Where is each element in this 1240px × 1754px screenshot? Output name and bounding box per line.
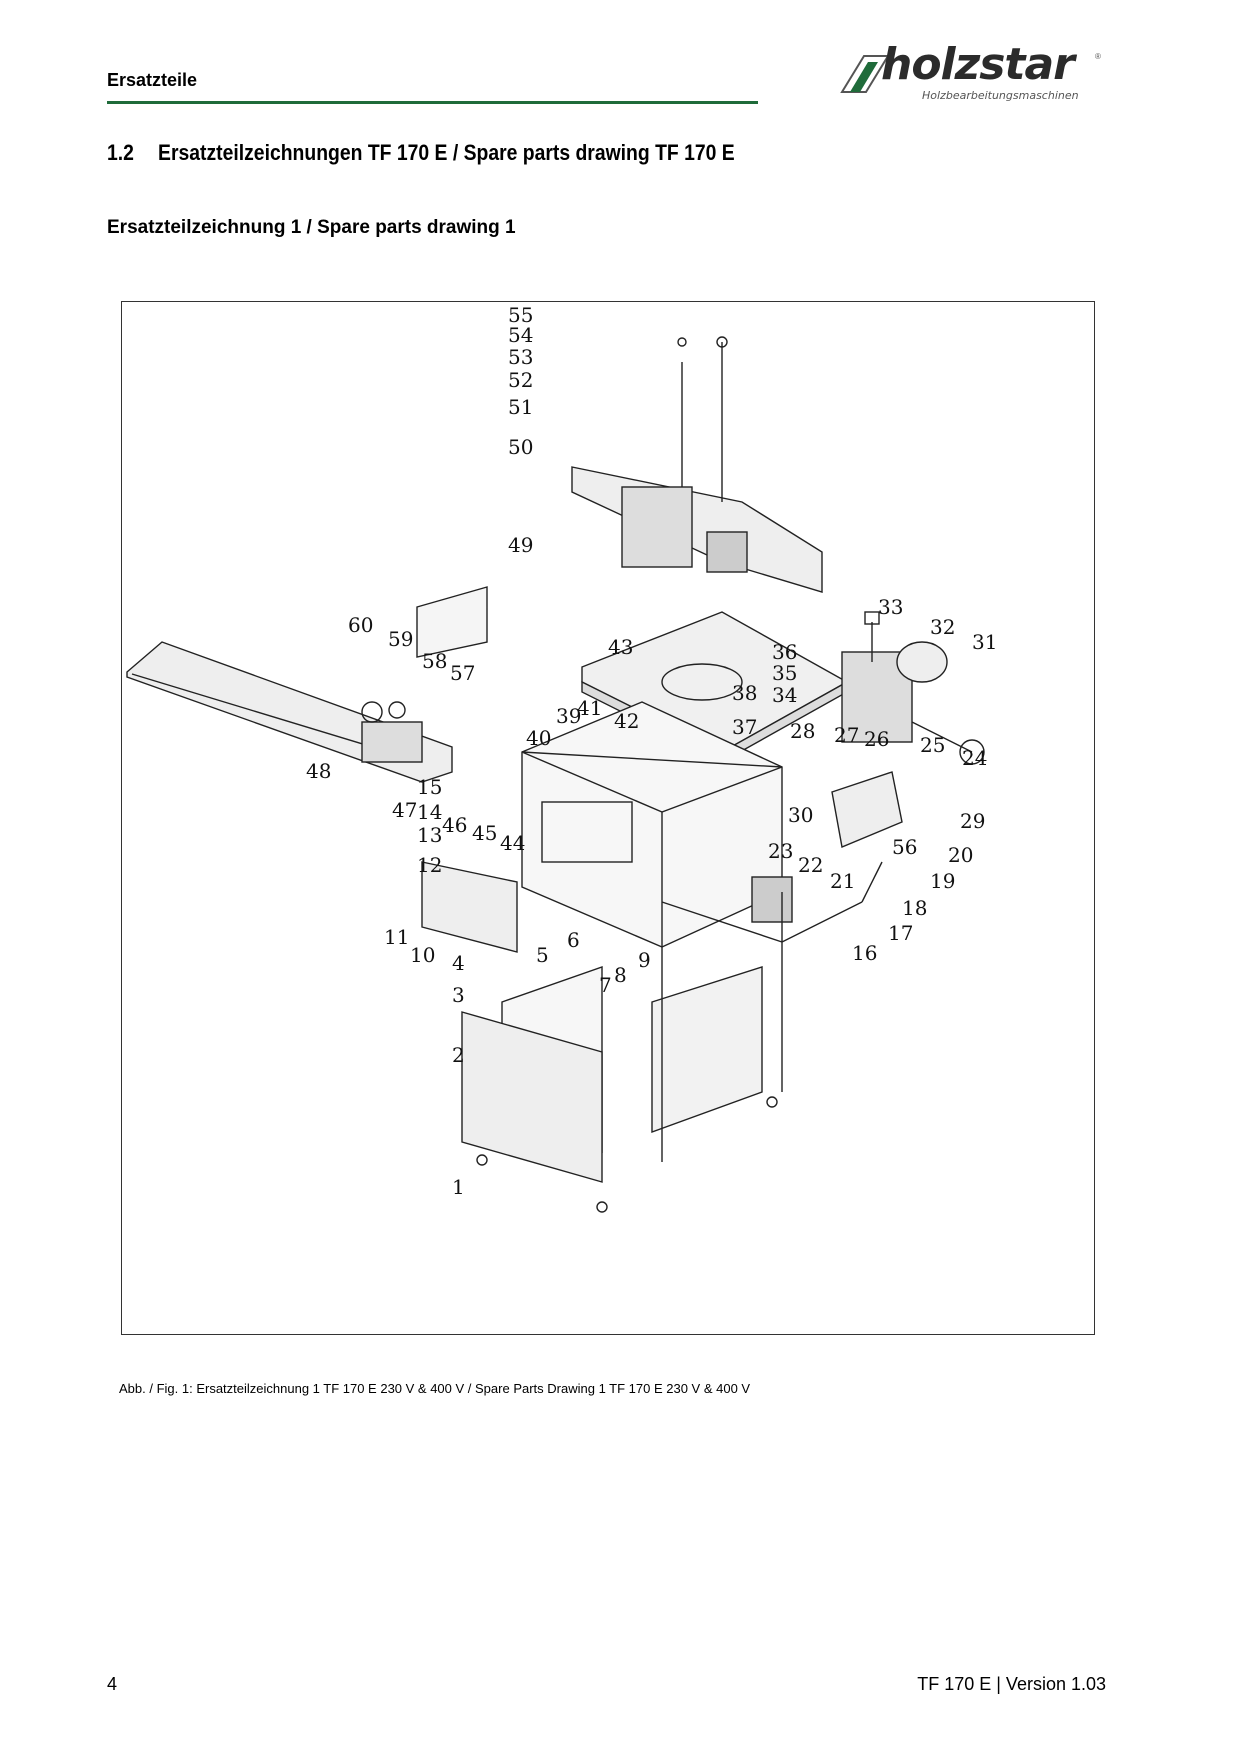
logo-mark-icon — [840, 55, 890, 93]
callout-35: 35 — [772, 661, 797, 685]
callout-16: 16 — [852, 941, 877, 965]
document-version: TF 170 E | Version 1.03 — [917, 1674, 1106, 1694]
callout-29: 29 — [960, 809, 985, 833]
callout-56: 56 — [892, 835, 917, 859]
callout-10: 10 — [410, 943, 435, 967]
page-number: 4 — [107, 1674, 118, 1694]
subsection-heading: Ersatzteilzeichnung 1 / Spare parts draw… — [107, 217, 516, 238]
section-title: Ersatzteilzeichnungen TF 170 E / Spare p… — [158, 140, 735, 165]
callout-22: 22 — [798, 853, 823, 877]
callout-24: 24 — [962, 746, 987, 770]
section-heading: 1.2 Ersatzteilzeichnungen TF 170 E / Spar… — [107, 140, 735, 166]
callout-11: 11 — [384, 925, 409, 949]
callout-48: 48 — [306, 759, 331, 783]
callout-5: 5 — [536, 943, 549, 967]
callout-31: 31 — [972, 630, 997, 654]
section-number: 1.2 — [107, 140, 134, 165]
callout-46: 46 — [442, 813, 467, 837]
callout-17: 17 — [888, 921, 913, 945]
callout-3: 3 — [452, 983, 465, 1007]
callout-28: 28 — [790, 719, 815, 743]
callout-32: 32 — [930, 615, 955, 639]
callout-57: 57 — [450, 661, 475, 685]
callout-43: 43 — [608, 635, 633, 659]
callout-27: 27 — [834, 723, 859, 747]
callout-55: 55 — [508, 303, 533, 327]
holzstar-logo: holzstar ® Holzbearbeitungsmaschinen — [838, 39, 1108, 106]
callout-2: 2 — [452, 1043, 465, 1067]
logo-registered-mark: ® — [1095, 52, 1101, 61]
callout-23: 23 — [768, 839, 793, 863]
callout-1: 1 — [452, 1175, 465, 1199]
callout-12: 12 — [417, 853, 442, 877]
callout-49: 49 — [508, 533, 533, 557]
callout-45: 45 — [472, 821, 497, 845]
callout-34: 34 — [772, 683, 797, 707]
callout-6: 6 — [567, 928, 580, 952]
callout-19: 19 — [930, 869, 955, 893]
callout-26: 26 — [864, 727, 889, 751]
callout-50: 50 — [508, 435, 533, 459]
callout-13: 13 — [417, 823, 442, 847]
callout-40: 40 — [526, 726, 551, 750]
callout-21: 21 — [830, 869, 855, 893]
callout-8: 8 — [614, 963, 627, 987]
callout-14: 14 — [417, 800, 442, 824]
callout-59: 59 — [388, 627, 413, 651]
part-callouts: 1 2 3 4 5 6 7 8 9 10 11 12 13 14 15 16 1… — [306, 303, 997, 1199]
callout-7: 7 — [599, 973, 612, 997]
callout-4: 4 — [452, 951, 465, 975]
callout-18: 18 — [902, 896, 927, 920]
callout-51: 51 — [508, 395, 533, 419]
callout-37: 37 — [732, 715, 757, 739]
callout-15: 15 — [417, 775, 442, 799]
logo-tagline: Holzbearbeitungsmaschinen — [922, 89, 1079, 102]
callout-20: 20 — [948, 843, 973, 867]
callout-25: 25 — [920, 733, 945, 757]
callout-53: 53 — [508, 345, 533, 369]
callout-33: 33 — [878, 595, 903, 619]
header-title: Ersatzteile — [107, 70, 198, 90]
callout-60: 60 — [348, 613, 373, 637]
callout-58: 58 — [422, 649, 447, 673]
callout-30: 30 — [788, 803, 813, 827]
spare-parts-drawing: 1 2 3 4 5 6 7 8 9 10 11 12 13 14 15 16 1… — [121, 301, 1095, 1335]
callout-36: 36 — [772, 640, 797, 664]
callout-54: 54 — [508, 323, 533, 347]
logo-brand: holzstar — [881, 39, 1075, 90]
exploded-view-diagram: 1 2 3 4 5 6 7 8 9 10 11 12 13 14 15 16 1… — [126, 303, 997, 1213]
callout-42: 42 — [614, 709, 639, 733]
header-divider — [107, 101, 758, 104]
callout-47: 47 — [392, 798, 417, 822]
figure-caption: Abb. / Fig. 1: Ersatzteilzeichnung 1 TF … — [119, 1381, 751, 1396]
callout-38: 38 — [732, 681, 757, 705]
callout-9: 9 — [638, 948, 651, 972]
callout-52: 52 — [508, 368, 533, 392]
callout-44: 44 — [500, 831, 525, 855]
callout-41: 41 — [577, 696, 602, 720]
callout-39: 39 — [556, 704, 581, 728]
